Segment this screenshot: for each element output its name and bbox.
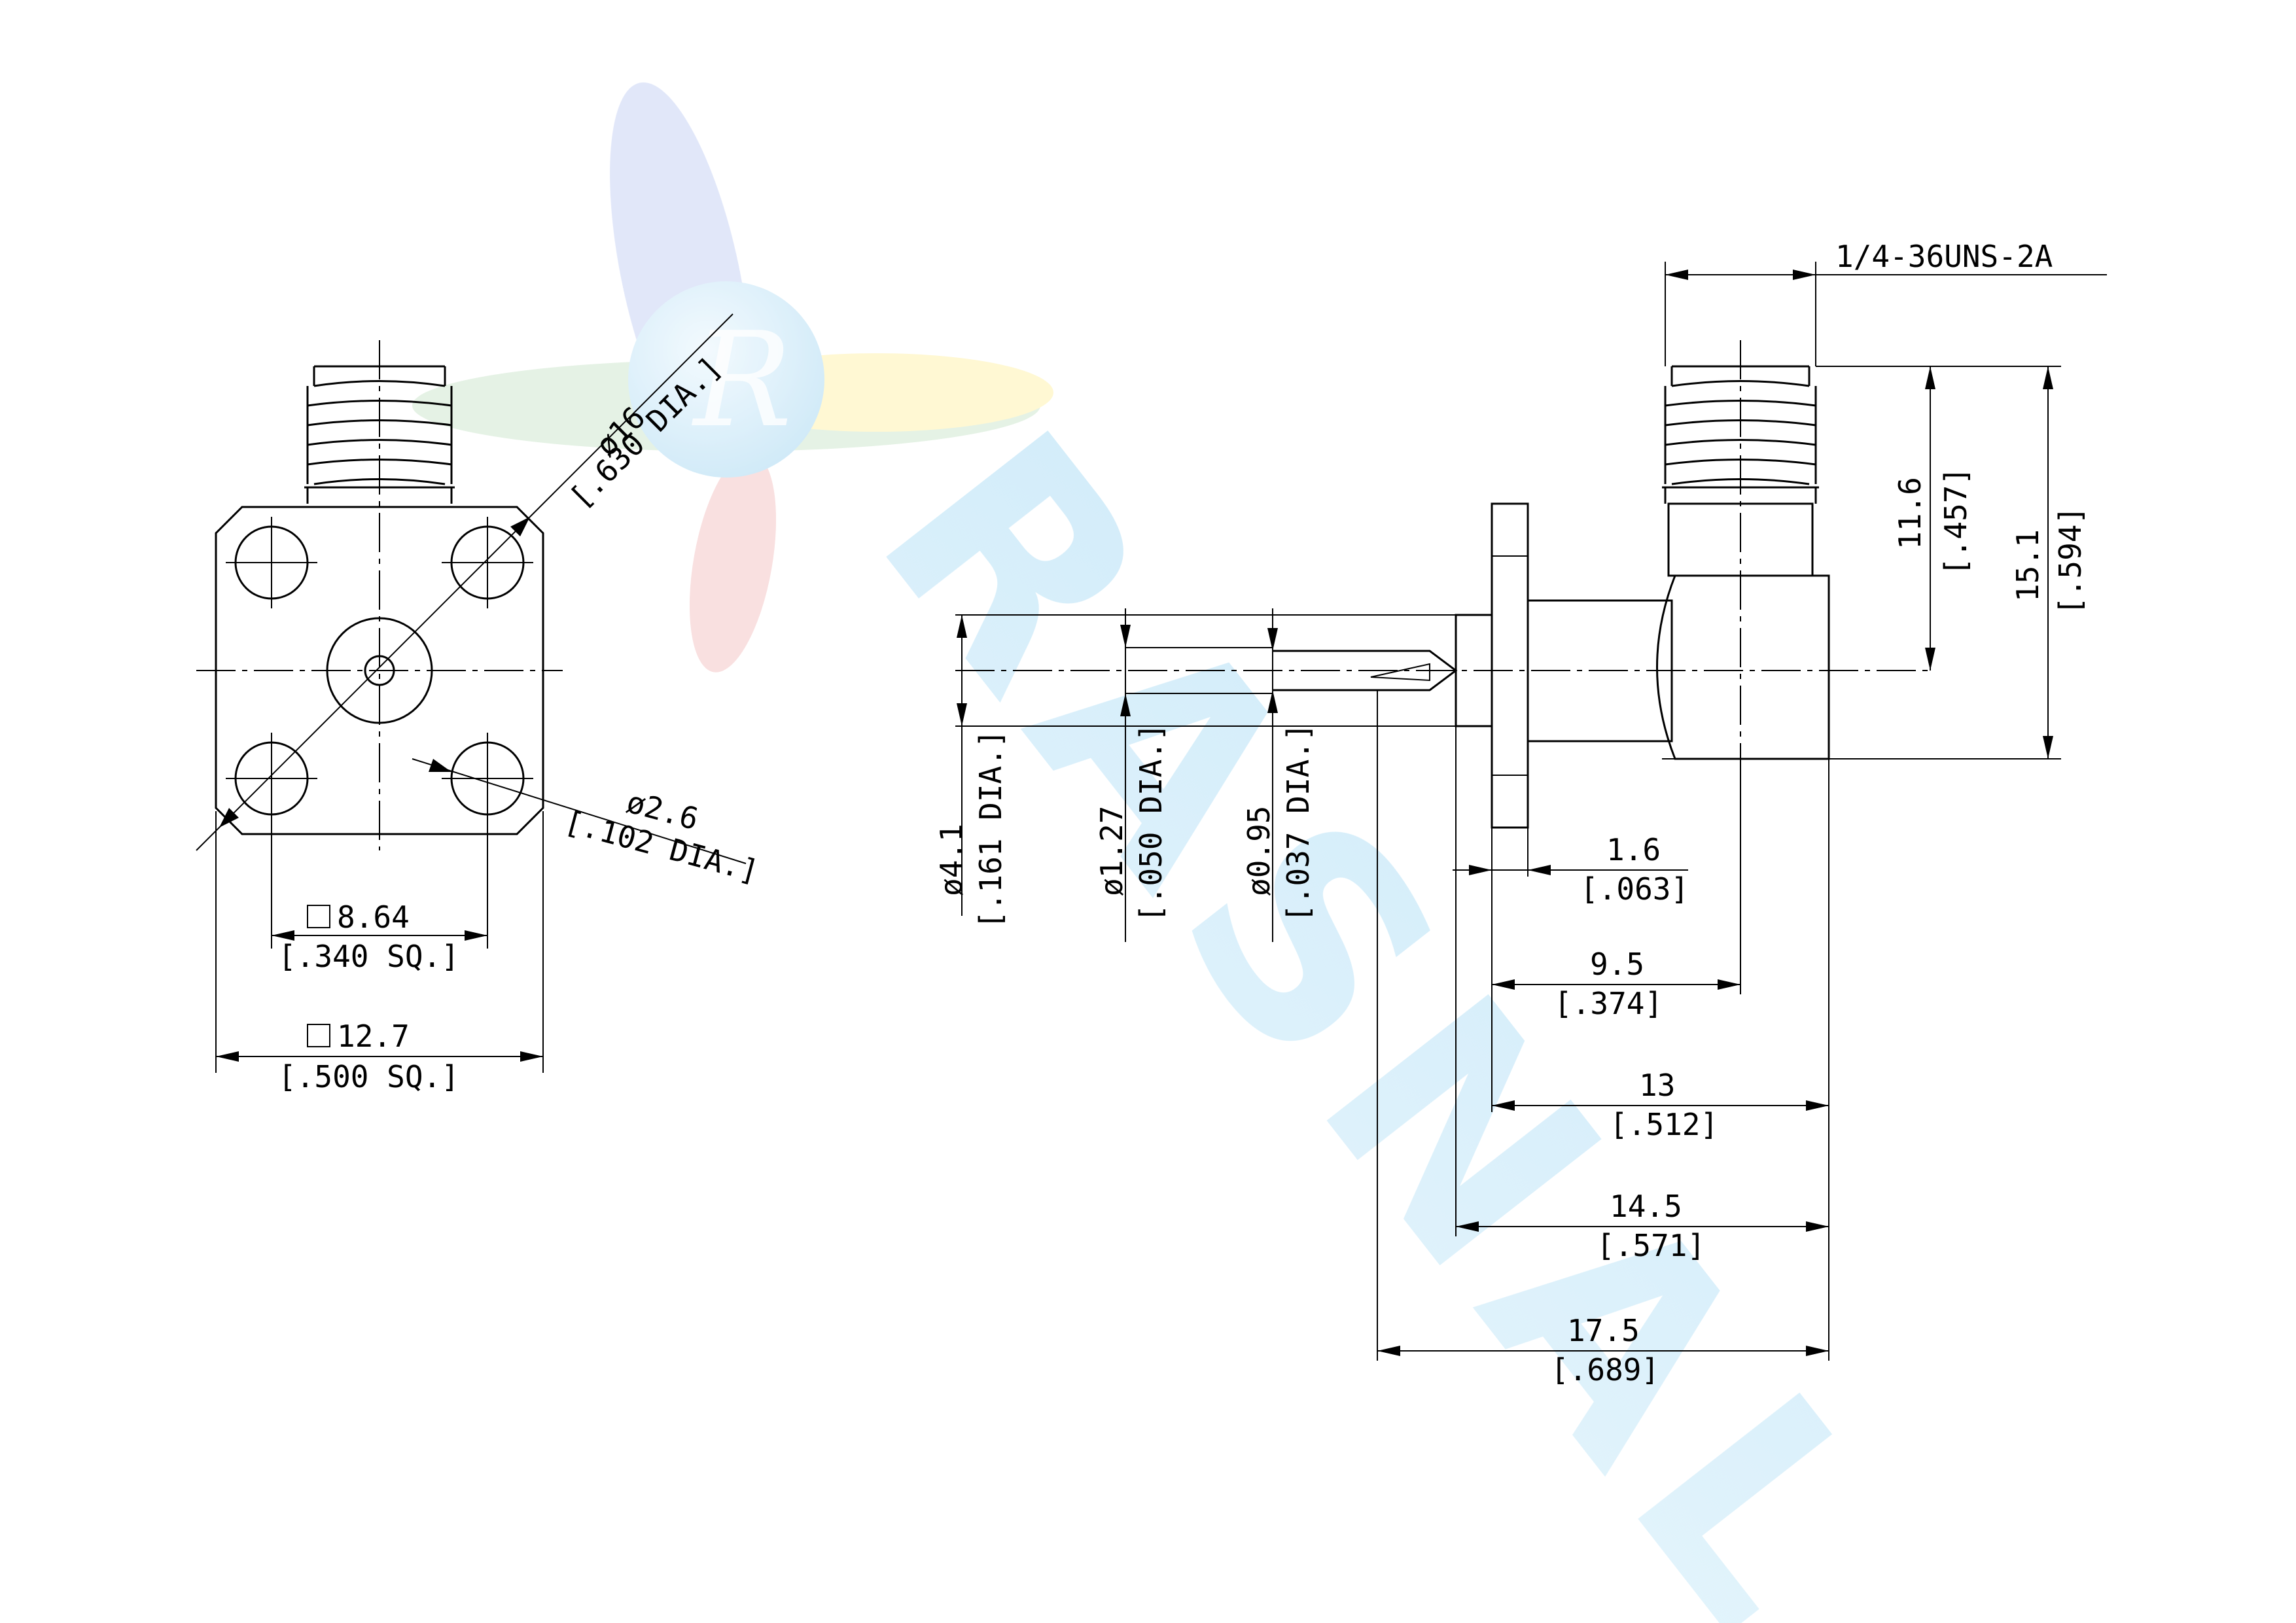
len-13-metric: 13 xyxy=(1639,1068,1675,1103)
len-9-5-imperial: [.374] xyxy=(1554,986,1663,1021)
len-17-5-imperial: [.689] xyxy=(1551,1352,1659,1387)
len-14-5-imperial: [.571] xyxy=(1597,1228,1705,1263)
front-flange-outline xyxy=(215,506,544,835)
side-flange xyxy=(1491,502,1529,829)
dielectric-dia-metric: ø4.1 xyxy=(934,824,969,896)
height-center-metric: 11.6 xyxy=(1892,477,1928,550)
height-center-imperial: [.457] xyxy=(1938,467,1973,576)
dielectric-dia-imperial: [.161 DIA.] xyxy=(973,729,1008,929)
hole-spacing-metric: 8.64 xyxy=(337,899,410,935)
len-9-5-metric: 9.5 xyxy=(1590,947,1644,982)
logo-letter: R xyxy=(691,304,792,457)
flange-size-imperial: [.500 SQ.] xyxy=(278,1059,459,1094)
square-symbol xyxy=(307,905,330,928)
logo-swoosh-red xyxy=(689,453,777,672)
pin-dia-2-metric: ø0.95 xyxy=(1241,806,1277,896)
pin-dia-1-imperial: [.050 DIA.] xyxy=(1133,723,1169,922)
flange-size-metric: 12.7 xyxy=(337,1019,410,1054)
overall-height-metric: 15.1 xyxy=(2010,529,2045,602)
watermark-logo: R xyxy=(412,82,1053,672)
watermark-brand-text: RASNAL xyxy=(818,376,1954,1623)
len-17-5-metric: 17.5 xyxy=(1567,1313,1640,1348)
flange-thickness-metric: 1.6 xyxy=(1606,832,1661,867)
len-13-imperial: [.512] xyxy=(1610,1107,1718,1142)
len-14-5-metric: 14.5 xyxy=(1610,1189,1682,1224)
pin-dia-2-imperial: [.037 DIA.] xyxy=(1280,723,1316,922)
mounting-holes xyxy=(226,517,533,824)
overall-height-imperial: [.594] xyxy=(2053,506,2088,615)
square-symbol xyxy=(307,1024,330,1047)
thread-spec: 1/4-36UNS-2A xyxy=(1835,239,2053,274)
side-view: 1/4-36UNS-2A 11.6 [.457] 15.1 [.594] ø4.… xyxy=(934,239,2107,1387)
flange-thickness-imperial: [.063] xyxy=(1580,871,1689,907)
logo-globe xyxy=(628,281,824,478)
side-body xyxy=(1656,574,1830,760)
pin-dia-1-metric: ø1.27 xyxy=(1094,806,1129,896)
hole-spacing-imperial: [.340 SQ.] xyxy=(278,939,459,974)
